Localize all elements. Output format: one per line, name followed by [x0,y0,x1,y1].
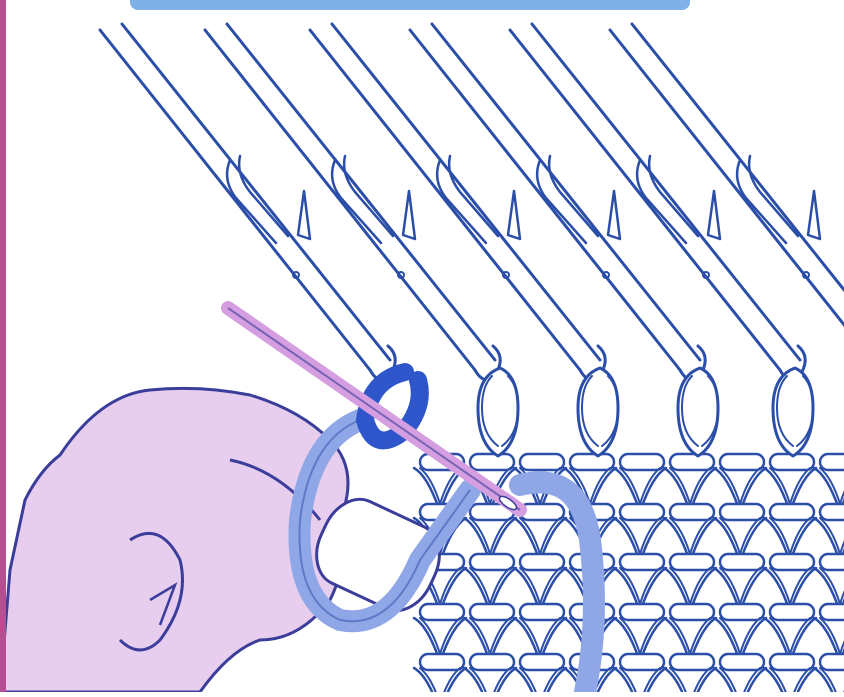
fabric-stitch-bar [718,452,766,472]
fabric-stitch-bar [418,652,466,672]
fabric-stitch-bar [818,452,844,472]
fabric-v-stitch [512,666,568,697]
fabric-stitch-bar [768,552,816,572]
fabric-stitch-bar [818,552,844,572]
fabric-stitch-bar [618,502,666,522]
fabric-stitch-bar [768,502,816,522]
fabric-v-stitch [662,666,718,697]
latch-needle [308,22,607,382]
fabric-stitch-bar [668,502,716,522]
fabric-stitch-bar [718,552,766,572]
fabric-stitch-bar [718,602,766,622]
fabric-stitch-bar [618,552,666,572]
fabric-stitch-bar [468,552,516,572]
fabric-stitch-bar [618,652,666,672]
fabric-v-stitch [762,666,818,697]
fabric-stitch-bar [668,602,716,622]
fabric-stitch-bar [768,602,816,622]
stitch-loop [476,366,520,458]
knitted-fabric [412,452,844,697]
fabric-stitch-bar [468,652,516,672]
title-strip [130,0,690,10]
fabric-stitch-bar [518,652,566,672]
fabric-stitch-bar [768,652,816,672]
fabric-stitch-bar [668,652,716,672]
stitch-loop [771,366,815,458]
fabric-stitch-bar [468,452,516,472]
fabric-stitch-bar [518,452,566,472]
fabric-stitch-bar [518,602,566,622]
fabric-v-stitch [612,666,668,697]
latch-needle [508,22,807,382]
fabric-v-stitch [812,666,844,697]
fabric-v-stitch [462,666,518,697]
left-frame-border [0,0,6,692]
stitch-loop [576,366,620,458]
fabric-stitch-bar [668,552,716,572]
fabric-stitch-bar [468,602,516,622]
fabric-stitch-bar [568,452,616,472]
fabric-stitch-bar [418,602,466,622]
latch-needle [408,22,707,382]
fabric-stitch-bar [618,602,666,622]
fabric-stitch-bar [818,602,844,622]
stitch-loop [676,366,720,458]
fabric-stitch-bar [668,452,716,472]
yarn-loop [288,363,605,697]
fabric-v-stitch [412,666,468,697]
transfer-tool [221,301,527,517]
fabric-stitch-bar [518,552,566,572]
fabric-v-stitch [712,666,768,697]
fabric-stitch-bar [818,502,844,522]
fabric-stitch-bar [818,652,844,672]
fabric-stitch-bar [718,652,766,672]
fabric-stitch-bar [618,452,666,472]
fabric-stitch-bar [718,502,766,522]
